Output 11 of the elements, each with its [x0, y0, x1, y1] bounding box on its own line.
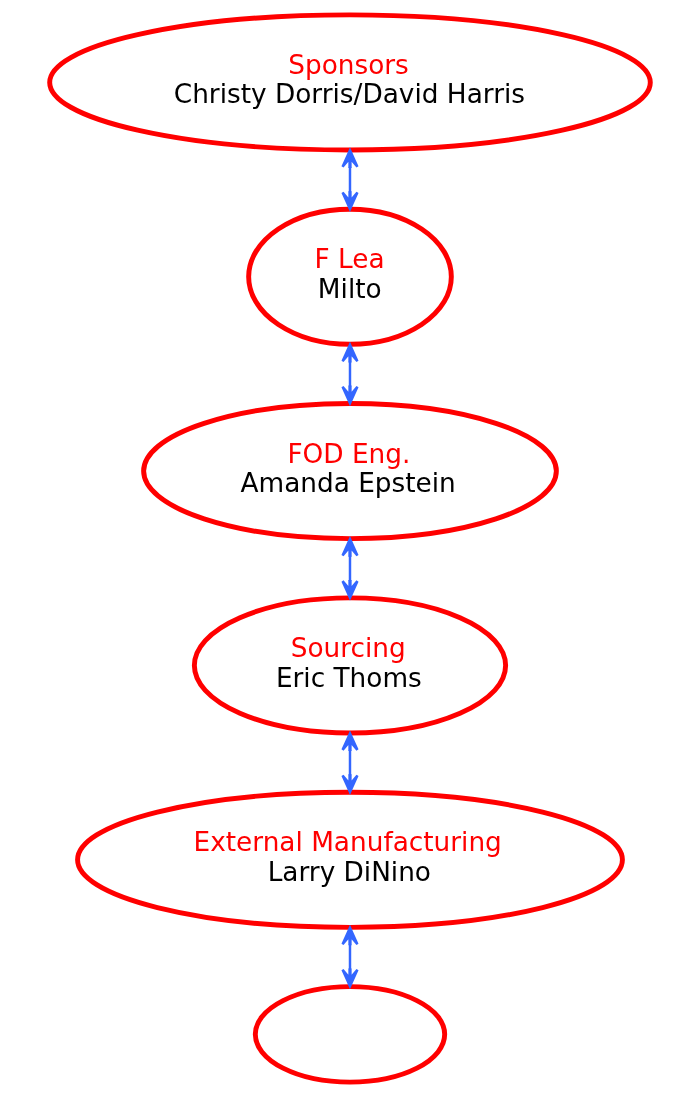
arrow [341, 149, 359, 211]
node-ellipse [252, 984, 448, 1085]
arrow [341, 343, 359, 405]
node-ellipse: F Lea Milto [246, 206, 454, 347]
arrow [341, 537, 359, 599]
node-ellipse: External Manufacturing Larry DiNino [75, 789, 625, 930]
node-ellipse: FOD Eng. Amanda Epstein [141, 401, 559, 542]
arrow [341, 732, 359, 794]
node-ellipse: Sourcing Eric Thoms [191, 595, 509, 736]
node-ellipse: Sponsors Christy Dorris/David Harris [47, 12, 653, 153]
arrow [341, 926, 359, 988]
